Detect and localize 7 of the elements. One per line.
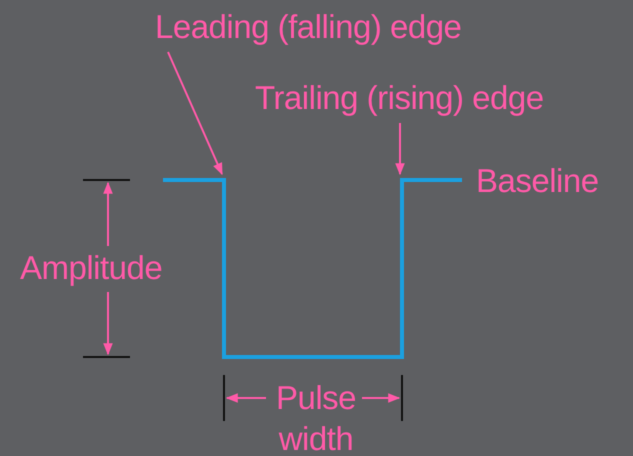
leader-line	[395, 123, 405, 176]
dimension-label: Pulse width	[274, 378, 358, 456]
baseline-label: Baseline	[476, 162, 599, 200]
leader-label: Leading (falling) edge	[155, 8, 462, 46]
leader-label: Trailing (rising) edge	[255, 79, 544, 117]
leader-line	[167, 52, 223, 176]
dimension-label: Amplitude	[20, 249, 162, 287]
